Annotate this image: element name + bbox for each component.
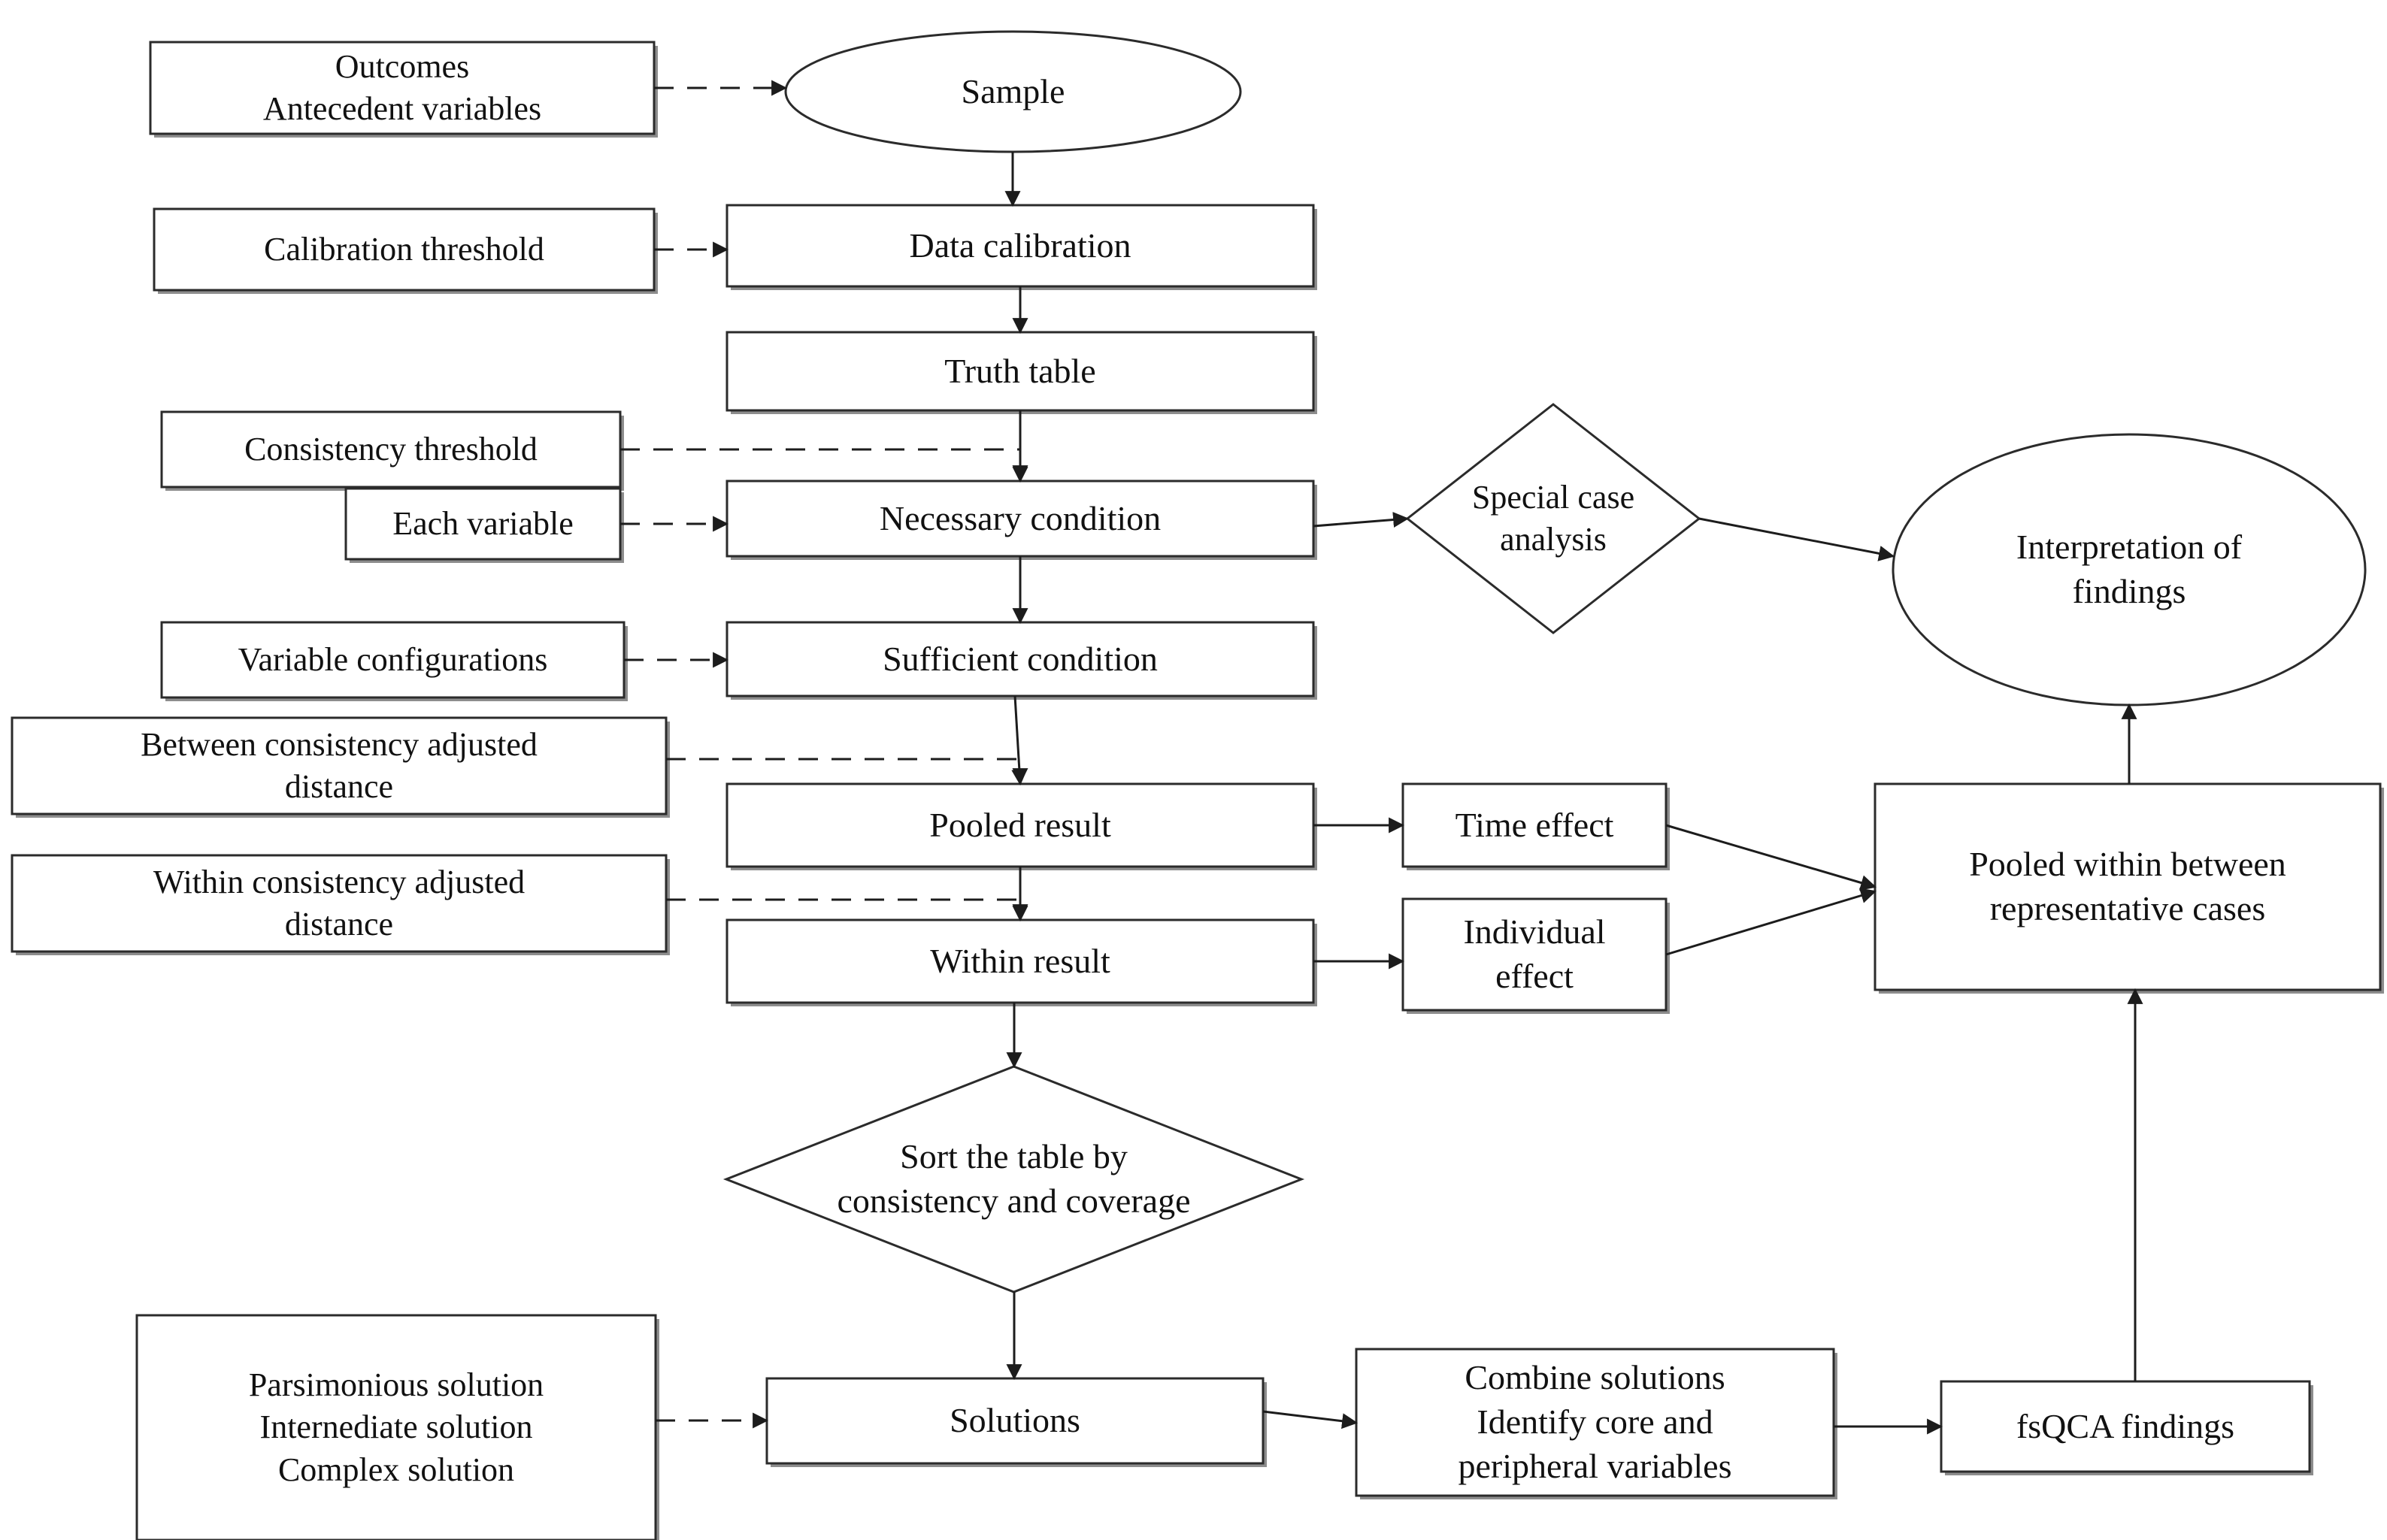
node-calibration-threshold[interactable] <box>153 207 656 292</box>
node-interpretation[interactable] <box>1892 433 2367 706</box>
node-solutions-input[interactable] <box>135 1314 657 1540</box>
node-each-variable[interactable] <box>344 487 622 561</box>
edge-special-case-to-interpretation <box>1698 517 1895 561</box>
node-within-result[interactable] <box>725 918 1315 1004</box>
node-fsqca-findings[interactable] <box>1940 1380 2311 1473</box>
node-special-case-analysis[interactable] <box>1405 403 1701 634</box>
edge-solutions-to-combine <box>1262 1410 1359 1430</box>
edge-between-to-pooled <box>666 758 1028 785</box>
node-sample[interactable] <box>784 30 1242 153</box>
shapes-layer <box>11 30 2384 1540</box>
node-time-effect[interactable] <box>1401 782 1668 868</box>
node-within-distance[interactable] <box>11 854 668 953</box>
node-outcomes[interactable] <box>149 41 656 135</box>
node-truth-table[interactable] <box>725 331 1315 412</box>
node-variable-configurations[interactable] <box>160 621 626 699</box>
node-pooled-within-between[interactable] <box>1874 782 2382 991</box>
node-sufficient-condition[interactable] <box>725 621 1315 697</box>
edge-individual-to-pooled-within <box>1665 888 1877 956</box>
node-pooled-result[interactable] <box>725 782 1315 868</box>
node-sort-table[interactable] <box>722 1065 1305 1293</box>
node-necessary-condition[interactable] <box>725 480 1315 558</box>
node-data-calibration[interactable] <box>725 204 1315 288</box>
node-consistency-threshold[interactable] <box>160 410 622 489</box>
edges-layer <box>620 80 2143 1435</box>
node-solutions[interactable] <box>765 1377 1265 1465</box>
edge-necessary-to-special-case <box>1313 512 1410 528</box>
edge-consistency-to-necessary <box>620 448 1028 482</box>
node-between-distance[interactable] <box>11 716 668 815</box>
node-individual-effect[interactable] <box>1401 897 1668 1012</box>
edge-within-distance-to-within <box>666 898 1028 921</box>
edge-time-effect-to-pooled-within <box>1665 824 1877 891</box>
node-combine-solutions[interactable] <box>1355 1348 1835 1497</box>
